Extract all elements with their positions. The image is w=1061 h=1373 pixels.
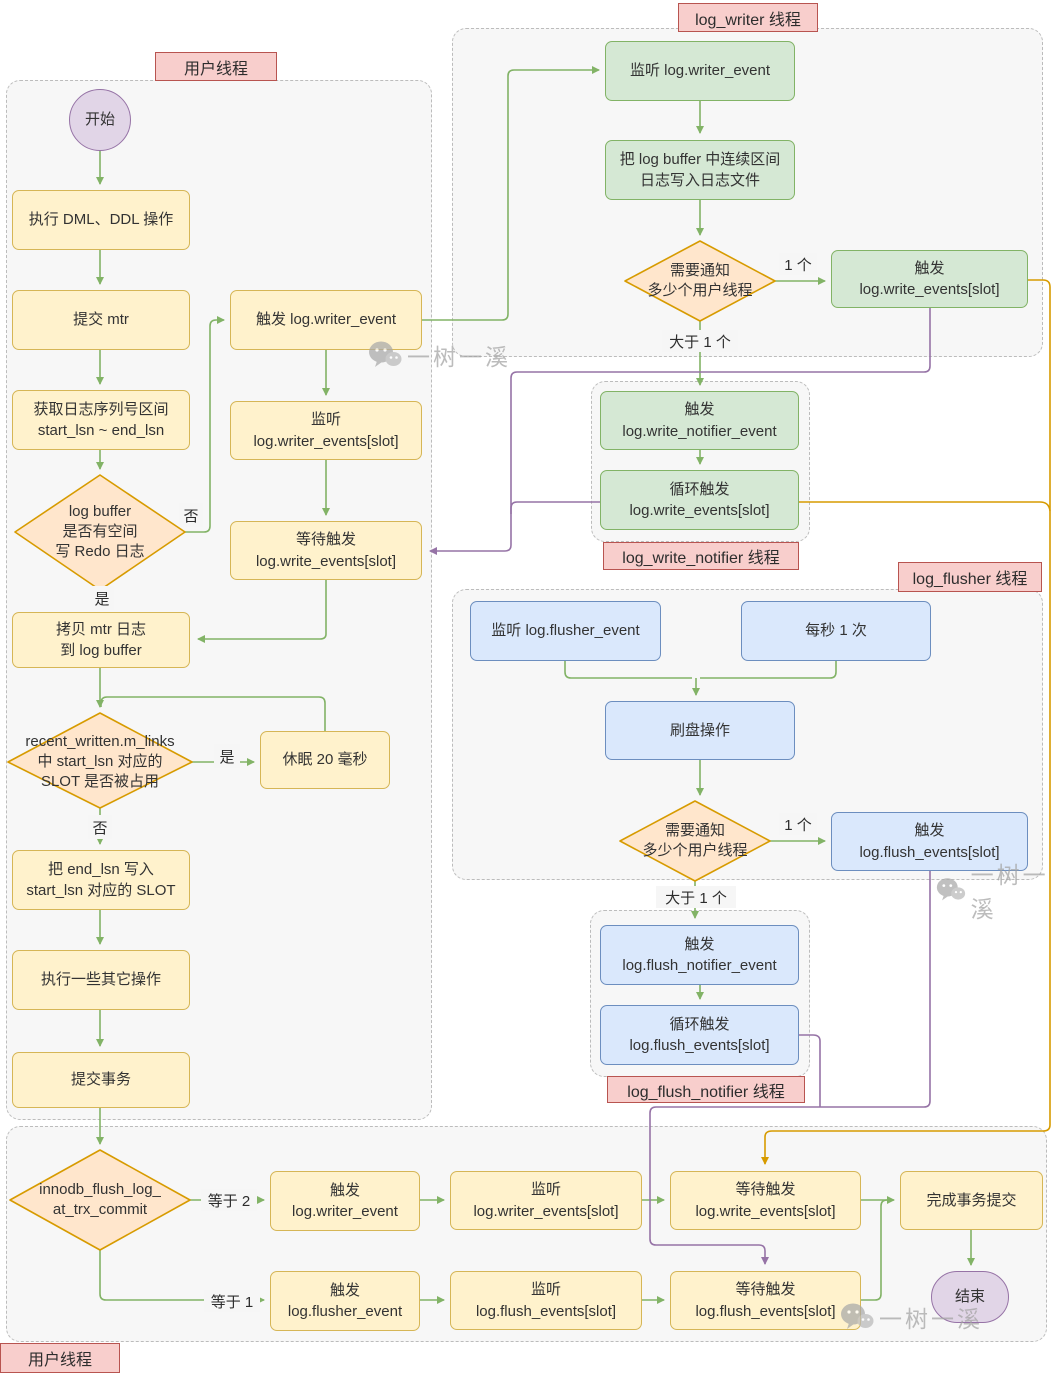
node-write-log-to-file: 把 log buffer 中连续区间 日志写入日志文件 (605, 140, 795, 200)
node-listen-flush-events-slot: 监听 log.flush_events[slot] (450, 1271, 642, 1330)
diamond-innodb-flush-log-at-trx-commit (9, 1149, 191, 1251)
node-loop-trigger-write-events-slot: 循环触发 log.write_events[slot] (600, 470, 799, 530)
diamond-slot-occupied (7, 712, 193, 809)
node-commit-transaction: 提交事务 (12, 1052, 190, 1108)
label-text: 用户线程 (183, 60, 248, 78)
node-copy-mtr-log: 拷贝 mtr 日志 到 log buffer (12, 612, 190, 668)
node-trigger-writer-event-bottom: 触发 log.writer_event (270, 1171, 420, 1231)
node-listen-flusher-event: 监听 log.flusher_event (470, 601, 661, 661)
diamond-notify-count-writer (624, 240, 776, 322)
node-every-second: 每秒 1 次 (741, 601, 931, 661)
label-text: log_writer 线程 (695, 11, 801, 29)
label-log-write-notifier-thread: log_write_notifier 线程 (603, 542, 799, 570)
node-flush-disk: 刷盘操作 (605, 701, 795, 760)
wechat-icon (369, 341, 402, 367)
diamond-text-notify-count-writer: 需要通知 多少个用户线程 (647, 262, 753, 299)
node-listen-writer-events-slot: 监听 log.writer_events[slot] (230, 401, 422, 460)
edge-label-no-buffer: 否 (179, 503, 203, 527)
node-commit-mtr: 提交 mtr (12, 290, 190, 350)
label-user-thread-top: 用户线程 (155, 52, 277, 81)
node-sleep-20ms: 休眠 20 毫秒 (260, 731, 390, 789)
node-wait-flush-events-slot: 等待触发 log.flush_events[slot] (670, 1271, 861, 1330)
container-user-thread-top (6, 80, 432, 1120)
node-wait-write-events-slot-bottom: 等待触发 log.write_events[slot] (670, 1171, 861, 1230)
edge-label-yes-buffer: 是 (90, 586, 114, 610)
node-listen-writer-event: 监听 log.writer_event (605, 41, 795, 101)
label-user-thread-bottom: 用户线程 (0, 1343, 120, 1373)
edge-label-one-flusher: 1 个 (779, 813, 817, 835)
diamond-text-notify-count-flusher: 需要通知 多少个用户线程 (642, 822, 748, 859)
diamond-text-log-buffer-space: log buffer 是否有空间 写 Redo 日志 (55, 503, 145, 560)
diamond-notify-count-flusher (619, 800, 771, 882)
watermark-text: 一树一溪 (879, 1307, 983, 1333)
edge-label-equals-2: 等于 2 (201, 1189, 257, 1211)
node-write-end-lsn-slot: 把 end_lsn 写入 start_lsn 对应的 SLOT (12, 850, 190, 910)
watermark: 一树一溪 (936, 856, 1061, 924)
edge-label-gt-one-flusher: 大于 1 个 (656, 886, 736, 908)
node-start: 开始 (69, 89, 131, 151)
label-text: log_write_notifier 线程 (622, 550, 780, 567)
label-log-flush-notifier-thread: log_flush_notifier 线程 (607, 1076, 805, 1103)
node-trigger-flush-events-slot: 触发 log.flush_events[slot] (831, 812, 1028, 871)
label-text: log_flush_notifier 线程 (627, 1083, 785, 1101)
node-listen-writer-events-slot-bottom: 监听 log.writer_events[slot] (450, 1171, 642, 1230)
label-text: log_flusher 线程 (912, 571, 1028, 588)
label-log-flusher-thread: log_flusher 线程 (898, 562, 1042, 592)
label-log-writer-thread: log_writer 线程 (678, 3, 818, 32)
node-do-other-ops: 执行一些其它操作 (12, 950, 190, 1010)
edge-label-yes-slot: 是 (214, 744, 240, 768)
edge-label-one-writer: 1 个 (779, 253, 817, 275)
label-text: 用户线程 (27, 1352, 92, 1369)
watermark: 一树一溪 (840, 1300, 983, 1334)
node-get-lsn-range: 获取日志序列号区间 start_lsn ~ end_lsn (12, 390, 190, 450)
edge-label-equals-1: 等于 1 (204, 1290, 260, 1312)
edge-label-no-slot: 否 (88, 815, 112, 839)
watermark-text: 一树一溪 (407, 345, 511, 371)
wechat-icon (936, 878, 966, 901)
node-trigger-write-events-slot: 触发 log.write_events[slot] (831, 250, 1028, 308)
node-exec-dml-ddl: 执行 DML、DDL 操作 (12, 190, 190, 250)
diamond-text-innodb-flush-log: innodb_flush_log_ at_trx_commit (39, 1181, 161, 1218)
node-end: 结束 (931, 1271, 1009, 1323)
node-trigger-flush-notifier-event: 触发 log.flush_notifier_event (600, 925, 799, 985)
diamond-text-slot-occupied: recent_written.m_links 中 start_lsn 对应的 S… (25, 733, 175, 790)
node-wait-write-events-slot: 等待触发 log.write_events[slot] (230, 521, 422, 580)
node-trigger-writer-event: 触发 log.writer_event (230, 290, 422, 350)
watermark: 一树一溪 (368, 338, 511, 372)
node-trigger-write-notifier-event: 触发 log.write_notifier_event (600, 391, 799, 450)
edge-label-gt-one-writer: 大于 1 个 (662, 330, 738, 352)
node-loop-trigger-flush-events-slot: 循环触发 log.flush_events[slot] (600, 1005, 799, 1065)
wechat-icon (841, 1303, 874, 1329)
watermark-text: 一树一溪 (970, 863, 1049, 923)
node-trigger-flusher-event: 触发 log.flusher_event (270, 1271, 420, 1331)
node-complete-transaction-commit: 完成事务提交 (900, 1171, 1043, 1230)
